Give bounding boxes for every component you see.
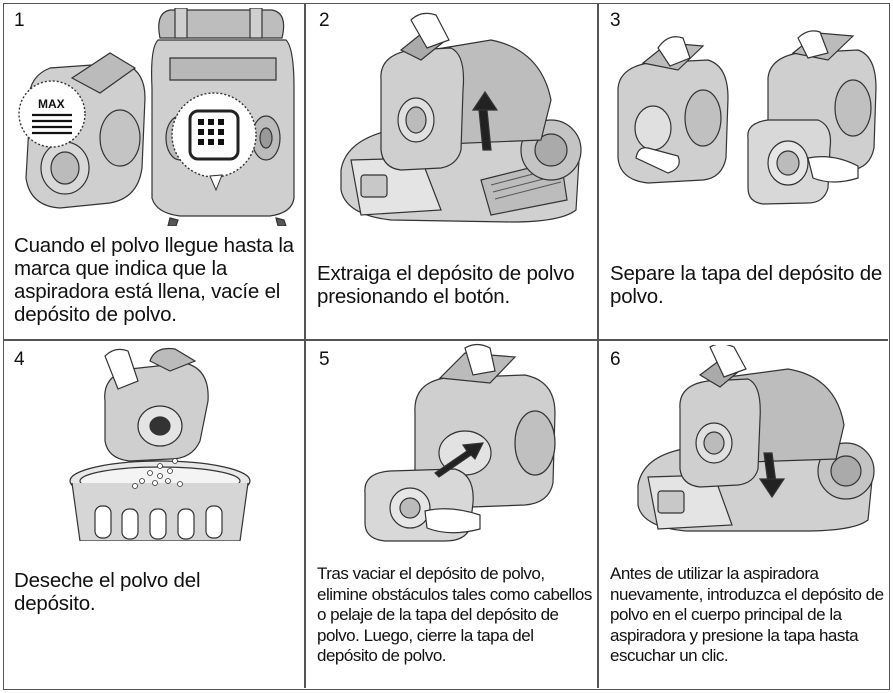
- step-6-illustration: [628, 345, 878, 535]
- step-5-illustration: [355, 343, 575, 543]
- max-label: MAX: [38, 97, 65, 111]
- instruction-sheet: 1: [3, 3, 890, 690]
- step-3-caption: Separe la tapa del depósito de polvo.: [610, 262, 888, 308]
- step-5-number: 5: [319, 349, 330, 371]
- step-1-caption: Cuando el polvo llegue hasta la marca qu…: [14, 234, 304, 326]
- step-6-cell: 6 Antes de utilizar la aspiradora nuevam…: [598, 341, 888, 688]
- step-3-cell: 3 Separe la tapa del depósit: [598, 4, 888, 339]
- step-4-caption: Deseche el polvo del depósito.: [14, 569, 244, 615]
- step-4-illustration: [10, 341, 300, 541]
- step-6-number: 6: [610, 349, 621, 371]
- step-4-cell: 4 Deseche el polvo del depósito.: [4, 341, 304, 688]
- step-2-number: 2: [319, 10, 330, 32]
- step-1-illustration: MAX: [10, 8, 300, 226]
- step-2-caption: Extraiga el depósito de polvo presionand…: [317, 262, 597, 308]
- step-5-cell: 5 Tras vaciar el depósito de polvo, elim…: [305, 341, 597, 688]
- step-3-illustration: [608, 28, 878, 208]
- step-6-caption: Antes de utilizar la aspiradora nuevamen…: [610, 564, 888, 667]
- step-2-illustration: [331, 10, 591, 228]
- step-1-cell: 1: [4, 4, 304, 339]
- step-5-caption: Tras vaciar el depósito de polvo, elimin…: [317, 564, 597, 667]
- step-2-cell: 2 Extraiga el depósito de polvo presi: [305, 4, 597, 339]
